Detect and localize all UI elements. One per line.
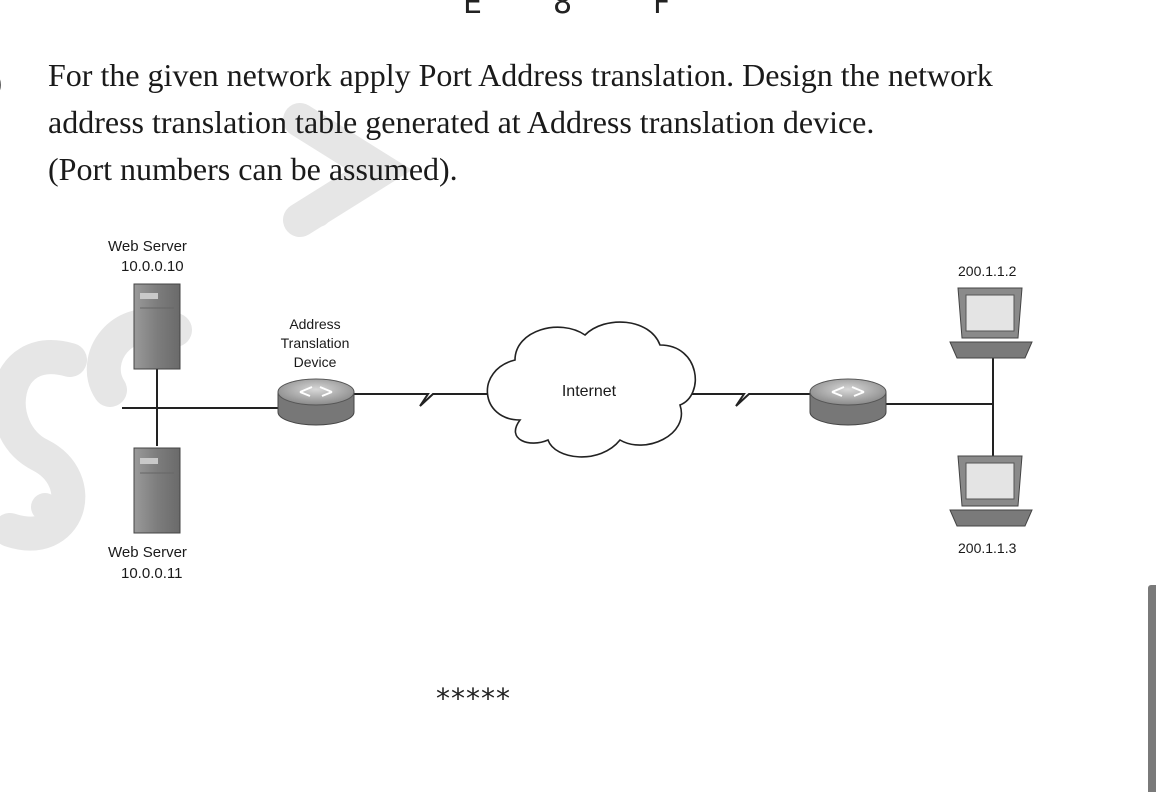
serial-link-right (683, 393, 812, 407)
server-bottom-label: Web Server (108, 544, 187, 561)
header-fragment-right: F (653, 0, 671, 21)
server-top-label: Web Server (108, 238, 187, 255)
computer-icon (949, 287, 1033, 359)
nat-device-label-3: Device (294, 354, 337, 370)
server-icon (133, 283, 181, 370)
question-text: For the given network apply Port Address… (48, 52, 1143, 193)
question-line-1: For the given network apply Port Address… (48, 57, 993, 93)
header-fragment-middle: 8 (553, 0, 573, 21)
router-icon (809, 378, 887, 426)
question-line-2: address translation table generated at A… (48, 104, 875, 140)
server-bottom-ip: 10.0.0.11 (121, 565, 182, 582)
pc-top-ip: 200.1.1.2 (958, 263, 1017, 279)
computer-icon (949, 455, 1033, 527)
nat-device-label-2: Translation (281, 335, 350, 351)
server-top-ip: 10.0.0.10 (121, 258, 184, 275)
scrollbar[interactable] (1148, 585, 1156, 792)
question-line-3: (Port numbers can be assumed). (48, 151, 458, 187)
cloud-icon (486, 321, 696, 458)
end-marker: ***** (436, 682, 511, 715)
network-links (122, 344, 994, 464)
internet-label: Internet (562, 383, 617, 400)
header-fragment-left: E (463, 0, 482, 21)
bullet-mark: ) (0, 68, 6, 98)
header-fragment: E 8 F (0, 0, 1156, 21)
server-icon (133, 447, 181, 534)
serial-link-left (350, 393, 490, 407)
nat-device-label-1: Address (289, 316, 340, 332)
pc-bottom-ip: 200.1.1.3 (958, 540, 1017, 556)
router-icon (277, 378, 355, 426)
